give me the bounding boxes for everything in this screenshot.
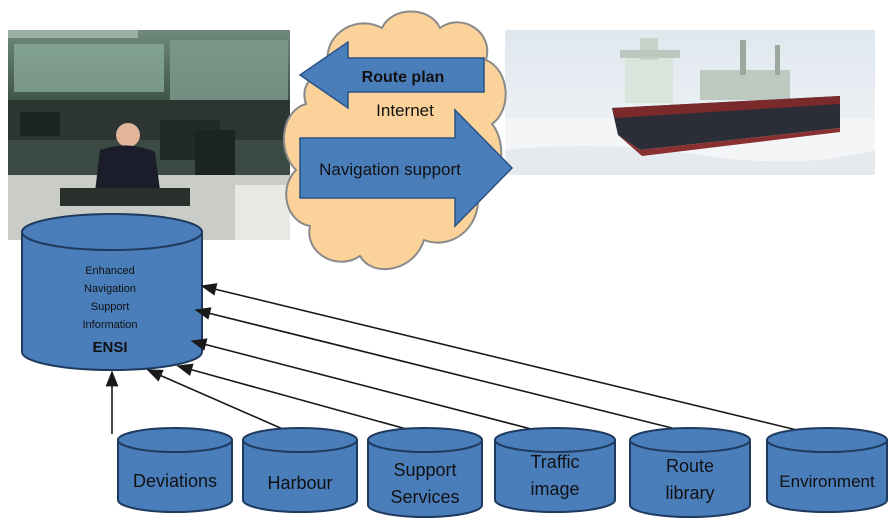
source-label: Environment: [779, 472, 875, 491]
control-room-photo: [8, 30, 290, 240]
source-label-line1: Support: [393, 460, 456, 480]
source-label-line2: Services: [390, 487, 459, 507]
ensi-line-navigation: Navigation: [84, 283, 136, 295]
source-label-line2: library: [665, 483, 714, 503]
source-traffic-image: Traffic image: [494, 427, 616, 513]
source-label-line1: Route: [666, 456, 714, 476]
connector-support-services: [176, 363, 411, 431]
source-route-library: Route library: [629, 427, 751, 518]
source-label: Harbour: [267, 473, 332, 493]
internet-label: Internet: [376, 101, 434, 120]
connector-arrows: [105, 283, 806, 434]
source-harbour: Harbour: [242, 427, 358, 513]
connector-environment: [200, 283, 806, 433]
source-label-line2: image: [530, 479, 579, 499]
source-deviations: Deviations: [117, 427, 233, 513]
route-plan-label: Route plan: [362, 69, 445, 86]
ensi-cylinder: Enhanced Navigation Support Information …: [21, 213, 203, 371]
navigation-support-label: Navigation support: [319, 160, 461, 179]
source-label: Deviations: [133, 471, 217, 491]
ensi-line-enhanced: Enhanced: [85, 265, 135, 277]
ensi-title: ENSI: [92, 339, 127, 356]
ensi-line-support: Support: [91, 301, 130, 313]
connector-harbour: [146, 369, 286, 431]
source-cylinders: Deviations Harbour Support Services Traf…: [117, 427, 888, 518]
connector-traffic-image: [190, 338, 536, 431]
route-plan-arrow: Route plan: [298, 40, 485, 110]
source-label-line1: Traffic: [530, 452, 579, 472]
connector-route-library: [194, 307, 681, 431]
ship-in-ice-photo: [505, 30, 875, 175]
navigation-support-arrow: Navigation support: [299, 108, 514, 228]
source-support-services: Support Services: [367, 427, 483, 518]
source-environment: Environment: [766, 427, 888, 513]
ensi-line-information: Information: [82, 319, 137, 331]
